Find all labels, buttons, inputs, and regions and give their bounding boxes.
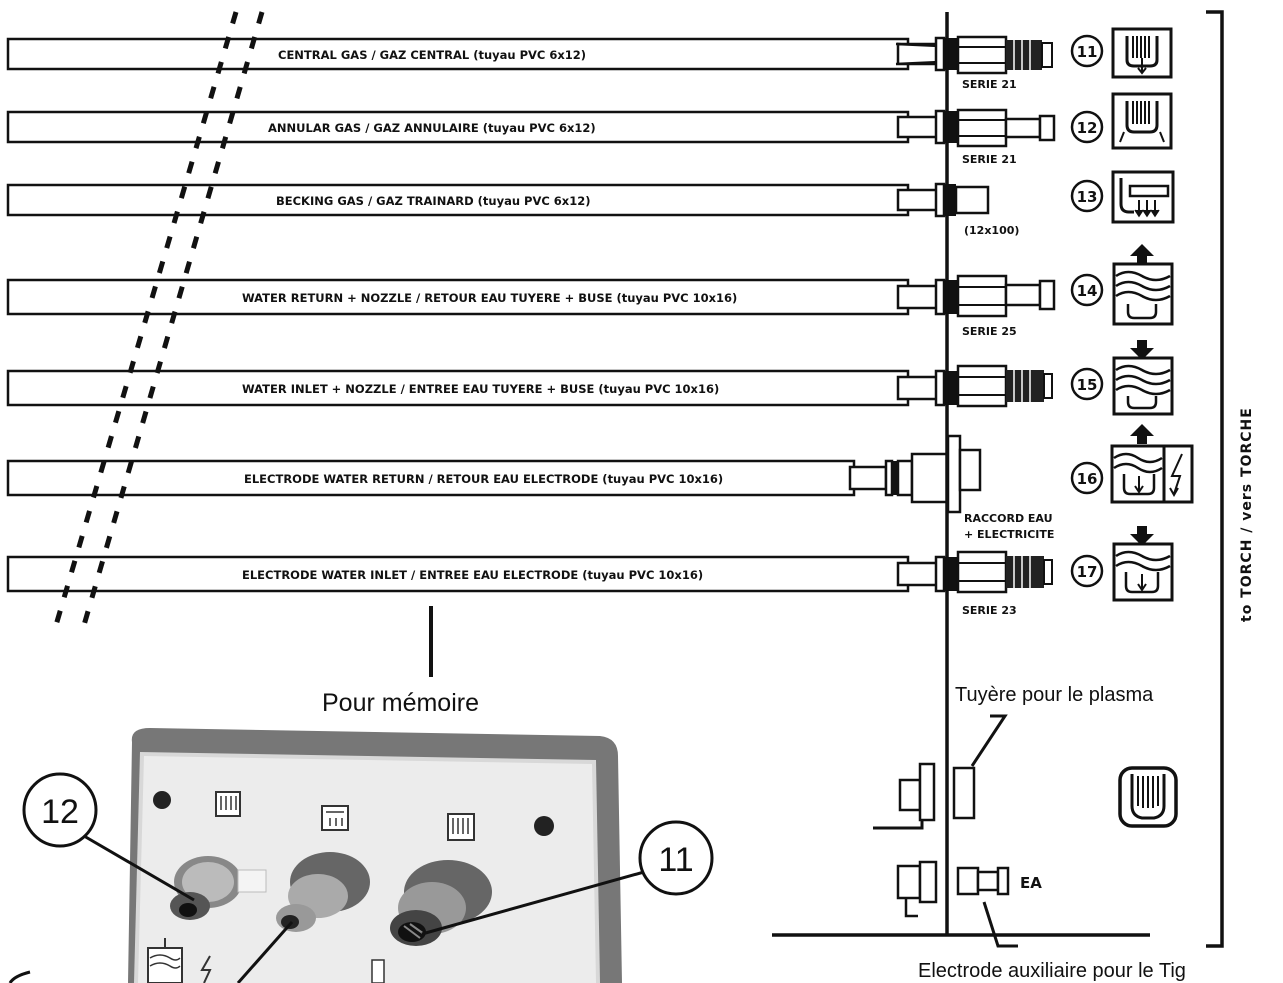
- torch-bracket: [1206, 10, 1224, 948]
- nozzle-water-inlet-icon: [1112, 340, 1174, 416]
- connector-coupler: [956, 364, 1053, 408]
- connector-tube: [954, 185, 990, 215]
- hose-tip: [896, 188, 940, 212]
- hose-row-16: ELECTRODE WATER RETURN / RETOUR EAU ELEC…: [6, 424, 1194, 541]
- hose-label: WATER INLET + NOZZLE / ENTREE EAU TUYERE…: [242, 382, 719, 396]
- hose-label: ELECTRODE WATER INLET / ENTREE EAU ELECT…: [242, 568, 703, 582]
- hose-label: BECKING GAS / GAZ TRAINARD (tuyau PVC 6x…: [276, 194, 590, 208]
- hose-tip: [848, 465, 888, 491]
- hose-row-17: ELECTRODE WATER INLET / ENTREE EAU ELECT…: [6, 526, 1174, 617]
- trailing-gas-icon: [1111, 170, 1175, 224]
- connector-plug: [956, 108, 1056, 148]
- number-badge: [1070, 110, 1104, 144]
- hose-label: WATER RETURN + NOZZLE / RETOUR EAU TUYER…: [242, 291, 737, 305]
- photo-callout-partial: [8, 970, 31, 983]
- raccord-block: [910, 452, 950, 504]
- callout-12-text: 12: [41, 793, 79, 831]
- hose-tip: [896, 115, 940, 139]
- number-text: 17: [1077, 563, 1098, 581]
- hose-label: ANNULAR GAS / GAZ ANNULAIRE (tuyau PVC 6…: [268, 121, 596, 135]
- hose-tip: [896, 561, 940, 587]
- electrode-label: Electrode auxiliaire pour le Tig: [918, 960, 1186, 982]
- number-text: 15: [1077, 376, 1098, 394]
- torch-label: to TORCH / vers TORCHE: [1239, 407, 1255, 622]
- photo-callout-11: 11: [421, 820, 714, 936]
- nozzle-water-return-icon: [1112, 244, 1174, 326]
- tuyere-pointer: [970, 714, 1008, 767]
- hose-body: [6, 459, 856, 497]
- connector-label: SERIE 23: [962, 604, 1017, 617]
- break-line-right: [79, 11, 265, 633]
- number-badge: [1070, 554, 1104, 588]
- ea-label: EA: [1020, 874, 1042, 892]
- plasma-nozzle-icon: [1118, 766, 1178, 828]
- electrode-pointer: [982, 901, 1018, 948]
- hose-label: ELECTRODE WATER RETURN / RETOUR EAU ELEC…: [244, 472, 723, 486]
- connector-panel-photo: [128, 728, 622, 983]
- hose-body: [6, 37, 910, 71]
- hose-row-11: CENTRAL GAS / GAZ CENTRAL (tuyau PVC 6x1…: [6, 27, 1173, 91]
- break-line-left: [51, 11, 239, 633]
- hose-row-15: WATER INLET + NOZZLE / ENTREE EAU TUYERE…: [6, 340, 1174, 416]
- electrode-fitting: [896, 860, 1010, 918]
- raccord-line1: RACCORD EAU: [964, 512, 1053, 525]
- electrode-water-inlet-icon: [1112, 526, 1174, 602]
- central-gas-icon: [1111, 27, 1173, 79]
- electrode-water-return-icon: [1110, 424, 1194, 504]
- tuyere-fitting: [873, 762, 976, 830]
- connector-coupler: [956, 550, 1053, 594]
- photo-callout-12: 12: [22, 772, 195, 902]
- number-badge: [1070, 367, 1104, 401]
- hose-tip: [895, 42, 941, 66]
- hose-row-12: ANNULAR GAS / GAZ ANNULAIRE (tuyau PVC 6…: [6, 92, 1173, 166]
- hose-tip: [896, 375, 940, 401]
- photo-callout-middle-line: [236, 921, 294, 983]
- number-text: 14: [1077, 282, 1098, 300]
- connector-label: SERIE 21: [962, 78, 1017, 91]
- raccord-line2: + ELECTRICITE: [964, 528, 1054, 541]
- number-text: 11: [1077, 43, 1098, 61]
- number-badge: [1070, 273, 1104, 307]
- connector-label: SERIE 25: [962, 325, 1017, 338]
- hose-row-14: WATER RETURN + NOZZLE / RETOUR EAU TUYER…: [6, 244, 1174, 338]
- number-text: 16: [1077, 470, 1098, 488]
- number-badge: [1070, 34, 1104, 68]
- hose-label: CENTRAL GAS / GAZ CENTRAL (tuyau PVC 6x1…: [278, 48, 586, 62]
- connector-label: (12x100): [964, 224, 1019, 237]
- number-badge: [1070, 179, 1104, 213]
- callout-11-text: 11: [658, 841, 693, 879]
- number-text: 13: [1077, 188, 1098, 206]
- hose-row-13: BECKING GAS / GAZ TRAINARD (tuyau PVC 6x…: [6, 170, 1175, 237]
- number-text: 12: [1077, 119, 1098, 137]
- number-badge: [1070, 461, 1104, 495]
- connector-label: SERIE 21: [962, 153, 1017, 166]
- connector-coupler: [956, 35, 1053, 75]
- annular-gas-icon: [1111, 92, 1173, 150]
- pour-memoire-label: Pour mémoire: [322, 689, 479, 717]
- tuyere-label: Tuyère pour le plasma: [955, 684, 1154, 706]
- connector-plug: [956, 274, 1056, 318]
- hose-tip: [896, 284, 940, 310]
